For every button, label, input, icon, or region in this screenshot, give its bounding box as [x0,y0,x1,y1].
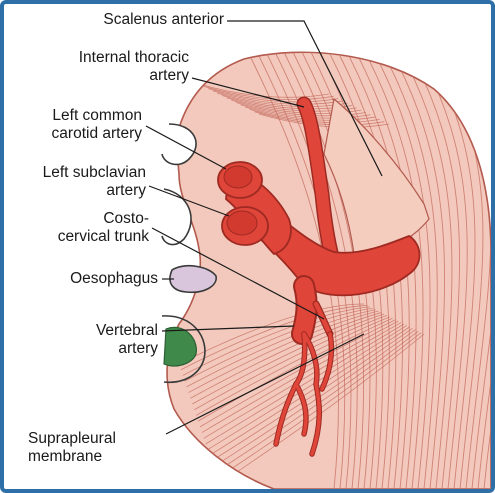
left-pleural-lobe-lower [161,315,206,384]
label-left-common-carotid-artery: Left common carotid artery [51,107,142,142]
label-oesophagus: Oesophagus [70,270,158,287]
leader-left-subclavian [148,185,230,217]
leader-vertebral [161,325,295,332]
leader-internal-thoracic [191,77,305,108]
arteries [217,96,421,457]
leader-suprapleural [165,333,365,435]
oesophagus-shape [169,264,217,294]
leader-left-common-carotid [145,125,227,170]
label-costocervical-trunk: Costo- cervical trunk [57,210,149,245]
label-internal-thoracic-artery: Internal thoracic artery [78,49,189,84]
label-left-subclavian-artery: Left subclavian artery [42,164,146,199]
label-scalenus-anterior: Scalenus anterior [103,11,224,28]
anatomy-diagram [145,20,491,489]
leader-lines [145,20,383,435]
vertebral-body [163,326,197,367]
leader-costocervical [151,227,325,320]
leader-scalenus-anterior [227,20,383,177]
label-vertebral-artery: Vertebral artery [95,322,158,357]
label-suprapleural-membrane: Suprapleural membrane [28,430,116,465]
